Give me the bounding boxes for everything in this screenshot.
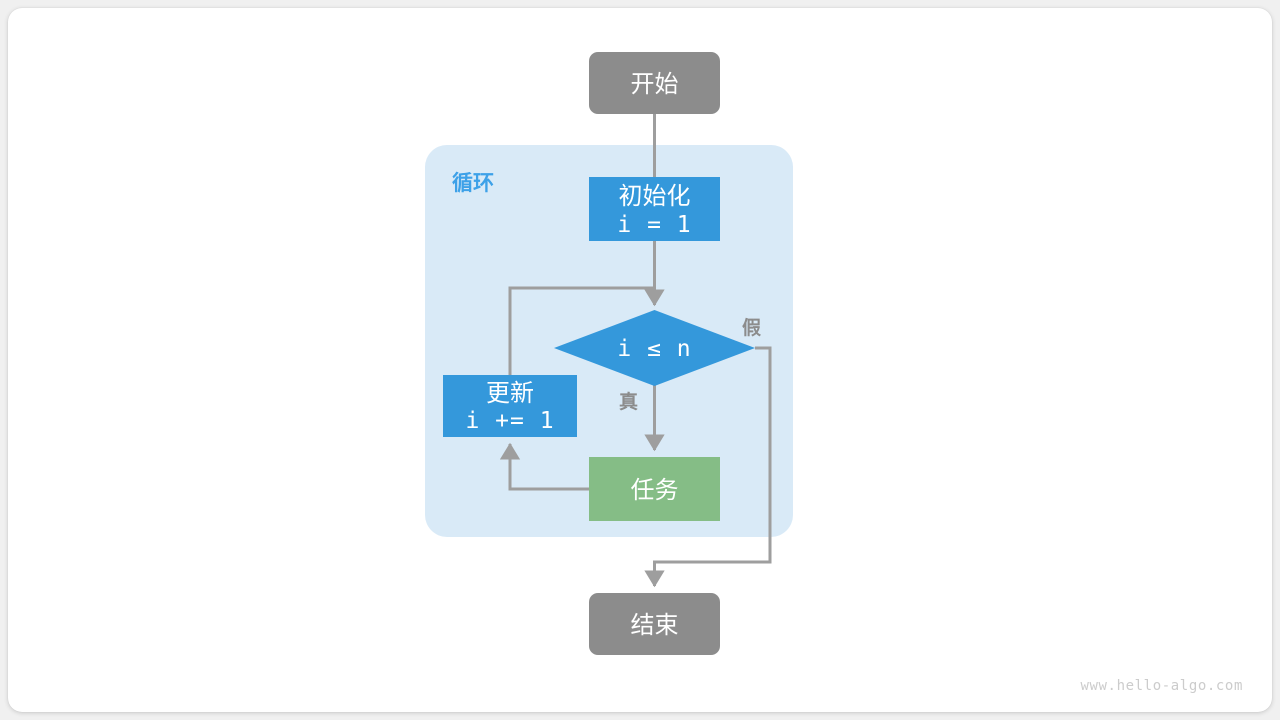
edge-task-to-update — [499, 442, 589, 491]
node-update-shape — [443, 375, 577, 437]
node-task-shape — [589, 457, 720, 521]
node-start-label: 开始 — [631, 71, 679, 98]
node-update[interactable]: 更新 i += 1 — [443, 375, 577, 437]
node-init-shape — [589, 177, 720, 241]
edge-update-to-condition — [508, 286, 655, 375]
edge-condition-false-to-end — [644, 346, 772, 588]
node-end-label: 结束 — [631, 612, 679, 639]
node-condition[interactable]: i ≤ n — [554, 310, 755, 386]
node-start[interactable]: 开始 — [589, 52, 720, 114]
node-task-label: 任务 — [631, 477, 679, 504]
loop-group-label: 循环 — [452, 171, 494, 195]
node-condition-label: i ≤ n — [617, 336, 691, 362]
node-update-label-cn: 更新 — [486, 380, 534, 407]
edge-label-false: 假 — [742, 316, 761, 339]
node-init-label-cn: 初始化 — [619, 183, 691, 210]
node-task[interactable]: 任务 — [589, 457, 720, 521]
node-update-label-code: i += 1 — [465, 408, 554, 434]
node-end-shape — [589, 593, 720, 655]
node-condition-shape — [554, 310, 755, 386]
node-start-shape — [589, 52, 720, 114]
node-init[interactable]: 初始化 i = 1 — [589, 177, 720, 241]
node-end[interactable]: 结束 — [589, 593, 720, 655]
edge-label-true: 真 — [619, 390, 638, 413]
watermark: www.hello-algo.com — [1080, 678, 1243, 694]
node-init-label-code: i = 1 — [617, 212, 691, 238]
